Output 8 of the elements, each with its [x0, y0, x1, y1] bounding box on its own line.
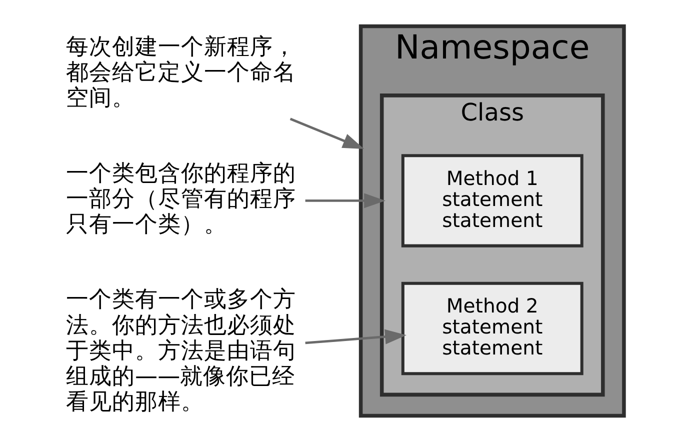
- node-box: Method 1 statement statement: [401, 154, 584, 248]
- arrow: [290, 118, 364, 150]
- node-box: Method 2 statement statement: [401, 282, 584, 376]
- node-text: 一个类有一个或多个方法。你的方法也必须处于类中。方法是由语句组成的——就像你已经看见的那样。: [66, 286, 296, 415]
- node-text: 每次创建一个新程序，都会给它定义一个命名空间。: [66, 34, 296, 112]
- arrow: [305, 329, 406, 344]
- arrow: [305, 193, 386, 208]
- node-text: 一个类包含你的程序的一部分（尽管有的程序只有一个类）。: [66, 160, 296, 238]
